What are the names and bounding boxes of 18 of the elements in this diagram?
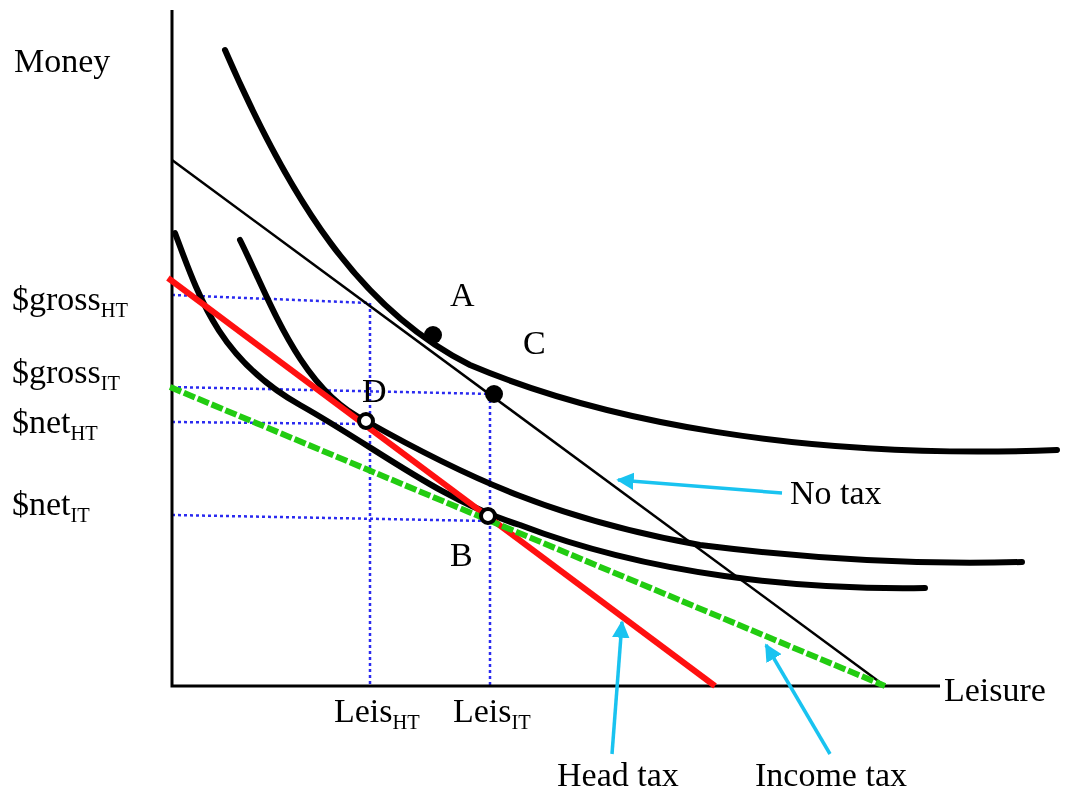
axis-label: Money (14, 44, 111, 78)
axis-value-label: $gross$_{HT}$ (12, 282, 128, 321)
arrow (764, 643, 832, 755)
axis-value-label: $net$_{HT}$ (12, 405, 98, 444)
callout-label: No tax (790, 476, 882, 510)
callout-label: Income tax (755, 758, 907, 792)
callout-label: Head tax (557, 758, 679, 792)
arrow (610, 620, 630, 755)
axis-label: Leisure (944, 673, 1046, 707)
axis-value-label: Leis$_{IT}$ (453, 694, 531, 733)
axis-value-label: Leis$_{HT}$ (334, 694, 420, 733)
point-label: C (523, 326, 546, 360)
point-label: B (450, 538, 473, 572)
axis-value-label: $net$_{IT}$ (12, 487, 90, 526)
arrow (616, 472, 783, 495)
point-label: D (362, 374, 387, 408)
axis-value-label: $gross$_{IT}$ (12, 355, 121, 394)
point-label: A (450, 278, 475, 312)
